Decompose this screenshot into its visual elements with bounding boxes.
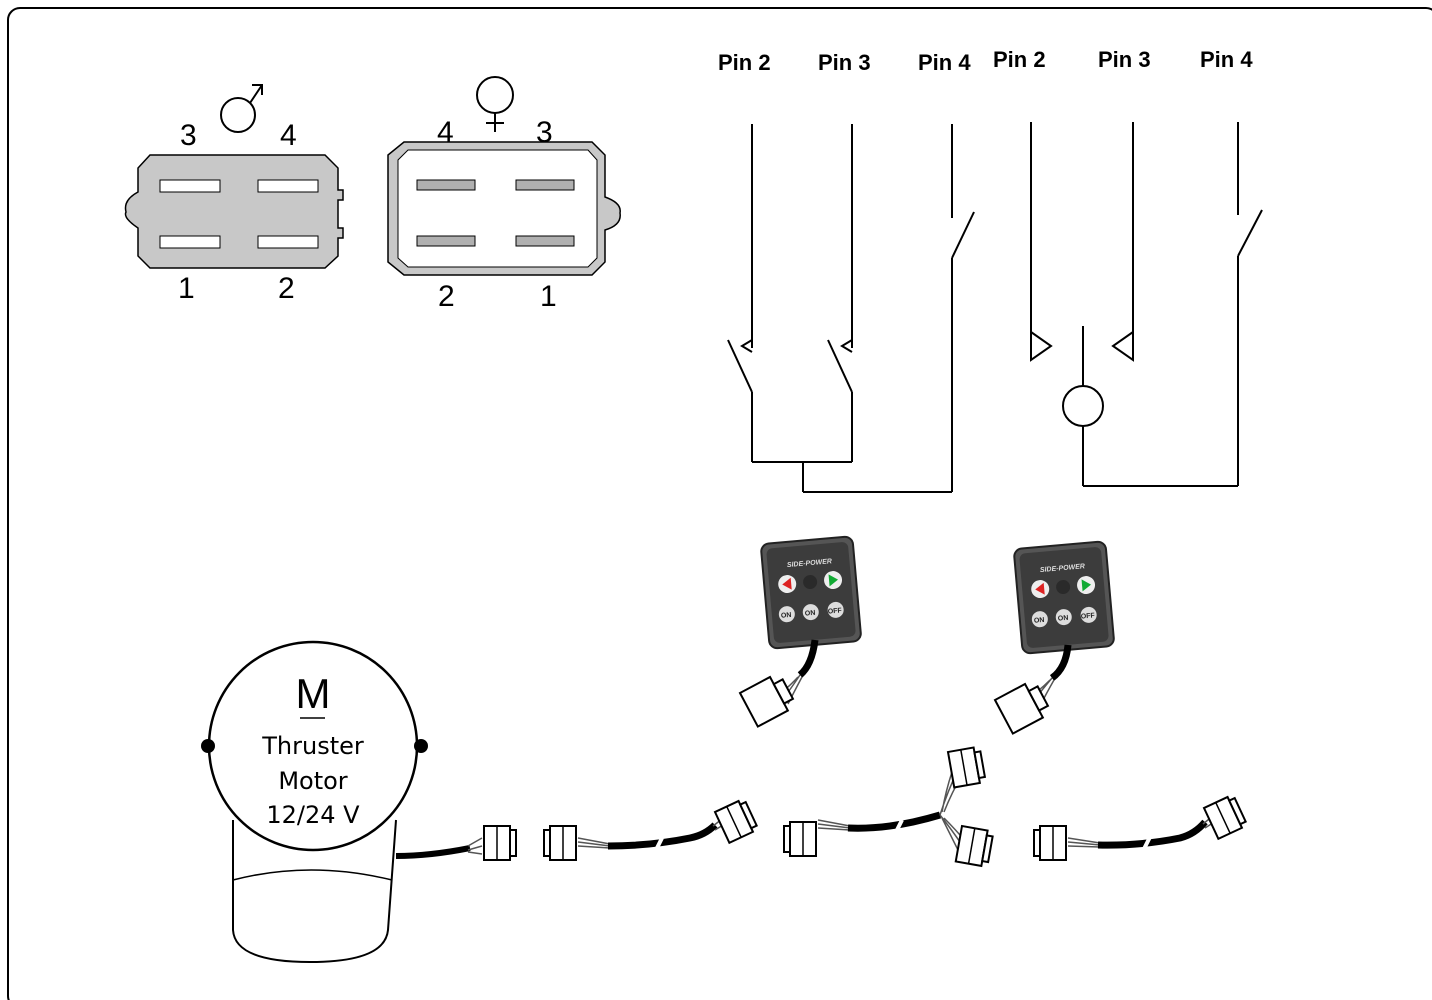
motor-symbol: M bbox=[296, 670, 331, 717]
left-switch-schematic bbox=[727, 124, 975, 493]
female-pin-4-label: 4 bbox=[437, 116, 454, 149]
thruster-motor: M Thruster Motor 12/24 V bbox=[201, 640, 517, 964]
panel-right-brand: SIDE-POWER bbox=[1040, 563, 1086, 574]
pin-label-left-3: Pin 3 bbox=[818, 50, 871, 75]
male-connector-body bbox=[124, 154, 344, 269]
male-connector: 3 4 1 2 bbox=[124, 84, 344, 305]
svg-text:OFF: OFF bbox=[1081, 612, 1096, 620]
indicator-lamp-icon bbox=[1062, 385, 1104, 427]
male-pin-2-label: 2 bbox=[278, 272, 295, 305]
female-connector: 4 3 2 1 bbox=[387, 76, 621, 313]
control-panel-left: SIDE-POWER ON ON OFF bbox=[738, 535, 863, 728]
male-pin-4-label: 4 bbox=[280, 119, 297, 152]
cable-segment-3 bbox=[1033, 795, 1248, 861]
svg-text:OFF: OFF bbox=[828, 607, 843, 615]
svg-text:ON: ON bbox=[1058, 615, 1069, 623]
female-pin-3-label: 3 bbox=[536, 116, 553, 149]
pin-label-right-3: Pin 3 bbox=[1098, 47, 1151, 72]
motor-label-line1: Thruster bbox=[261, 732, 364, 760]
svg-text:ON: ON bbox=[805, 610, 816, 618]
male-pin-1-label: 1 bbox=[178, 272, 195, 305]
female-pin-1-label: 1 bbox=[540, 280, 557, 313]
female-pin-2-label: 2 bbox=[438, 280, 455, 313]
panel-left-brand: SIDE-POWER bbox=[787, 558, 833, 569]
right-switch-schematic bbox=[1030, 122, 1263, 487]
motor-label-line3: 12/24 V bbox=[266, 801, 360, 829]
cable-segment-2 bbox=[783, 746, 994, 868]
outer-frame bbox=[7, 7, 1432, 1000]
male-pin-3-label: 3 bbox=[180, 119, 197, 152]
pin-label-left-2: Pin 2 bbox=[718, 50, 771, 75]
female-symbol-icon bbox=[476, 76, 514, 132]
svg-text:ON: ON bbox=[1034, 617, 1045, 625]
male-symbol-icon bbox=[220, 84, 263, 133]
pin-label-right-2: Pin 2 bbox=[993, 47, 1046, 72]
cable-segment-1 bbox=[543, 799, 759, 861]
motor-label-line2: Motor bbox=[278, 767, 347, 795]
pin-label-left-4: Pin 4 bbox=[918, 50, 971, 75]
pin-label-right-4: Pin 4 bbox=[1200, 47, 1253, 72]
svg-text:ON: ON bbox=[781, 612, 792, 620]
control-panel-right: SIDE-POWER ON ON OFF bbox=[993, 540, 1116, 735]
